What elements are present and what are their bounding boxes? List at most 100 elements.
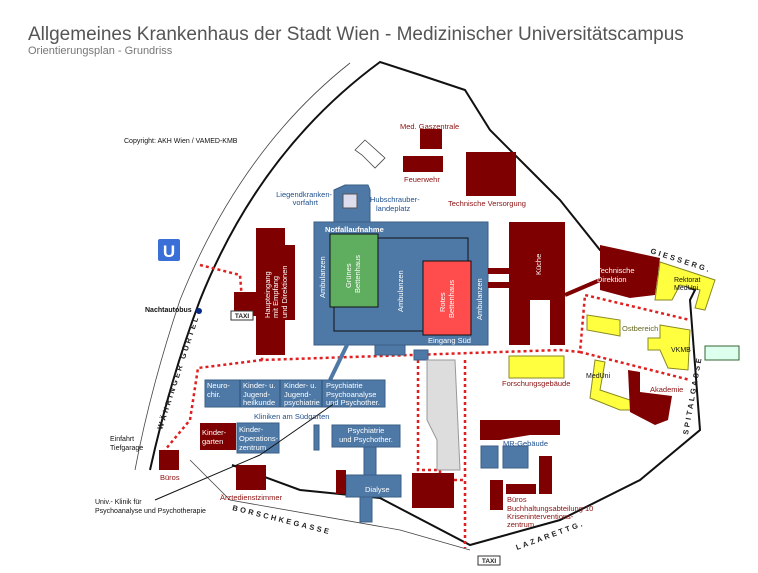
street-guertel: WÄHRINGER GÜRTEL [155,314,201,431]
building-rotes-bettenhaus[interactable] [422,260,472,336]
building-gruenes-bettenhaus[interactable] [329,233,379,308]
svg-text:landeplatz: landeplatz [376,204,410,213]
building-haupteingang[interactable] [234,228,295,355]
bus-stop-icon[interactable] [196,308,202,314]
svg-text:TAXI: TAXI [235,313,250,320]
svg-text:VKMB: VKMB [671,347,691,354]
building-kinder-op[interactable] [236,422,280,454]
svg-text:Psychoanalyse und Psychotherap: Psychoanalyse und Psychotherapie [95,508,206,515]
street-borschkegasse: BORSCHKEGASSE [232,503,333,536]
svg-text:Bettenhaus: Bettenhaus [353,255,362,293]
svg-text:mit Empfang: mit Empfang [271,276,280,318]
svg-text:Akademie: Akademie [650,385,683,394]
building-akademie[interactable] [628,370,672,425]
svg-text:vorfahrt: vorfahrt [293,198,319,207]
svg-text:Hubschrauber-: Hubschrauber- [370,195,420,204]
building-kindergarten[interactable] [200,423,236,450]
svg-text:zentrum: zentrum [507,520,534,529]
inner-road [189,459,471,551]
helicopter-icon [342,193,358,209]
building-technische-versorgung[interactable] [466,152,516,196]
svg-text:Kinder- u.: Kinder- u. [284,381,317,390]
svg-text:Psychiatrie: Psychiatrie [348,426,385,435]
svg-text:Med. Gaszentrale: Med. Gaszentrale [400,122,459,131]
svg-text:Forschungsgebäude: Forschungsgebäude [502,379,570,388]
svg-text:Univ.- Klinik für: Univ.- Klinik für [95,499,142,506]
svg-text:und Direktionen: und Direktionen [280,265,289,318]
svg-text:Eingang Süd: Eingang Süd [428,336,471,345]
guertel-road [134,62,351,471]
svg-text:und Psychother.: und Psychother. [326,398,380,407]
svg-text:Kinder-: Kinder- [202,428,227,437]
building-grey [426,359,461,471]
building-gaszentrale[interactable] [420,129,442,149]
svg-text:Rektorat: Rektorat [674,277,701,284]
svg-text:Neuro-: Neuro- [207,381,230,390]
building-aerztedienstzimmer[interactable] [236,465,266,490]
svg-text:MR-Gebäude: MR-Gebäude [503,439,548,448]
walkway [416,360,467,548]
building-feuerwehr[interactable] [403,156,443,172]
svg-text:Kinder-: Kinder- [239,425,264,434]
svg-text:Kliniken am Südgarten: Kliniken am Südgarten [254,412,329,421]
svg-text:Psychiatrie: Psychiatrie [326,381,363,390]
svg-text:Buchhaltungsabteilung 10: Buchhaltungsabteilung 10 [507,504,593,513]
building-mr[interactable] [480,445,499,469]
building-kliniken-suedgarten[interactable] [204,379,386,408]
svg-text:zentrum: zentrum [239,443,266,452]
building-technische-direktion[interactable] [600,245,660,298]
svg-text:Technische Versorgung: Technische Versorgung [448,199,526,208]
svg-text:Ambulanzen: Ambulanzen [475,278,484,320]
svg-text:psychiatrie: psychiatrie [284,398,320,407]
svg-text:Operations-: Operations- [239,434,279,443]
svg-text:MedUni: MedUni [586,373,611,380]
parking-icon[interactable] [704,345,740,361]
svg-text:Einfahrt: Einfahrt [110,436,134,443]
svg-text:Feuerwehr: Feuerwehr [404,175,440,184]
svg-text:und Psychother.: und Psychother. [339,435,393,444]
building-kueche[interactable] [509,222,565,345]
svg-text:Haupteingang: Haupteingang [263,271,272,318]
svg-text:Tiefgarage: Tiefgarage [110,445,143,452]
page-title: Allgemeines Krankenhaus der Stadt Wien -… [28,24,684,45]
building-ostbereich[interactable] [586,314,621,337]
walkway [164,358,263,451]
svg-text:Ostbereich: Ostbereich [622,324,658,333]
svg-text:Kinder- u.: Kinder- u. [243,381,276,390]
svg-text:heilkunde: heilkunde [243,398,275,407]
svg-text:Büros: Büros [507,495,527,504]
svg-text:U: U [163,242,175,261]
building-rektorat[interactable] [654,261,716,311]
svg-text:Direktion: Direktion [597,275,627,284]
building-meduni[interactable] [589,359,636,411]
svg-text:MedUni: MedUni [674,285,699,292]
svg-text:Psychoanalyse: Psychoanalyse [326,390,376,399]
svg-text:Küche: Küche [534,254,543,275]
svg-text:Nachtautobus: Nachtautobus [145,307,192,314]
subway-icon[interactable] [158,239,180,261]
svg-text:Jugend-: Jugend- [243,390,271,399]
building-bueros[interactable] [159,450,179,470]
svg-text:Liegendkranken-: Liegendkranken- [276,190,332,199]
svg-text:Dialyse: Dialyse [365,485,390,494]
svg-text:chir.: chir. [207,390,221,399]
walkway [579,350,691,382]
svg-text:Bettenhaus: Bettenhaus [447,280,456,318]
svg-text:Ambulanzen: Ambulanzen [396,270,405,312]
svg-text:Grünes: Grünes [344,263,353,288]
svg-text:garten: garten [202,437,223,446]
svg-text:Technische: Technische [597,266,635,275]
building-forschung[interactable] [508,355,565,379]
helipad-outline [354,139,386,169]
svg-text:Ambulanzen: Ambulanzen [318,256,327,298]
taxi-stand-icon[interactable] [477,555,501,566]
svg-text:Jugend-: Jugend- [284,390,312,399]
taxi-stand-icon[interactable] [230,310,254,321]
svg-text:Kriseninterventions-: Kriseninterventions- [507,512,574,521]
copyright: Copyright: AKH Wien / VAMED-KMB [124,138,238,145]
page-subtitle: Orientierungsplan - Grundriss [28,45,173,57]
svg-text:Ärztedienstzimmer: Ärztedienstzimmer [220,493,283,502]
building-vkmb[interactable] [647,324,691,371]
svg-text:TAXI: TAXI [482,558,497,565]
